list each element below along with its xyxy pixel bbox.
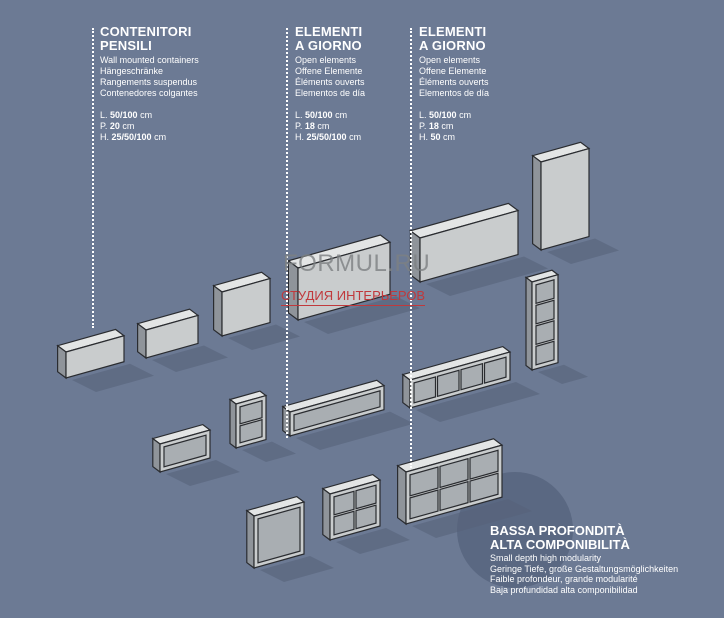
shadow xyxy=(336,528,410,554)
shadow xyxy=(296,411,414,450)
caption-fr: Faible profondeur, grande modularité xyxy=(490,574,638,584)
shadow xyxy=(412,499,532,538)
shelf-compartment xyxy=(333,510,355,536)
subtitle-de: Offene Elemente xyxy=(419,66,487,76)
shadow xyxy=(242,441,296,462)
shelf-compartment xyxy=(409,489,439,520)
cabinet-side xyxy=(152,437,161,474)
subtitle-en: Open elements xyxy=(419,55,481,65)
dimensions: L. 50/100 cm P. 18 cm H. 25/50/100 cm xyxy=(295,110,362,142)
subtitle-en: Open elements xyxy=(295,55,357,65)
shelf-compartment xyxy=(409,466,439,497)
cabinet-front xyxy=(297,241,391,321)
shadow xyxy=(72,363,154,392)
shelf-compartment xyxy=(483,356,507,384)
shelf-compartment xyxy=(239,399,263,425)
divider-line-3 xyxy=(410,28,412,468)
watermark-logo: FORMUL.RU xyxy=(283,250,431,277)
shadow xyxy=(228,324,300,350)
cabinet-side xyxy=(56,344,67,380)
shelf-compartment xyxy=(439,457,469,489)
shelf-compartment xyxy=(439,480,469,512)
shelf-compartment xyxy=(535,279,555,305)
caption-de: Geringe Tiefe, große Gestaltungsmöglichk… xyxy=(490,563,679,574)
cabinet-front xyxy=(419,209,519,283)
subtitle-en: Wall mounted containers xyxy=(100,55,199,65)
shelf-compartment xyxy=(163,434,207,468)
shelf-compartment xyxy=(355,484,377,510)
cabinet-side xyxy=(137,322,147,360)
cabinet-front xyxy=(540,147,590,251)
cabinet-side xyxy=(525,276,533,372)
dimensions: L. 50/100 cm P. 18 cm H. 50 cm xyxy=(419,110,472,142)
subtitle-es: Elementos de día xyxy=(295,88,366,98)
cabinet-side xyxy=(322,487,331,542)
subtitle-es: Contenedores colgantes xyxy=(100,88,198,98)
subtitle-de: Offene Elemente xyxy=(295,66,363,76)
shadow xyxy=(416,382,540,422)
subtitle-fr: Rangements suspendus xyxy=(100,77,198,87)
shelf-compartment xyxy=(535,299,555,325)
divider-line-2 xyxy=(286,28,288,438)
shadow xyxy=(426,256,548,296)
cabinet-front xyxy=(221,277,271,337)
shadow xyxy=(152,345,228,372)
shelf-compartment xyxy=(293,390,381,432)
caption-es: Baja profundidad alta componibilidad xyxy=(490,584,638,595)
cabinet-side xyxy=(402,373,411,410)
shadow xyxy=(538,364,588,384)
cabinet-side xyxy=(213,284,223,338)
shadow xyxy=(260,556,334,582)
shelf-compartment xyxy=(535,320,555,346)
shadow xyxy=(166,460,240,486)
watermark-tagline: СТУДИЯ ИНТЕРЬЕРОВ xyxy=(281,288,426,306)
cabinet-side xyxy=(397,464,407,526)
shelf-compartment xyxy=(460,362,484,391)
shelf-compartment xyxy=(257,506,301,564)
subtitle-de: Hängeschränke xyxy=(100,66,164,76)
dimensions: L. 50/100 cm P. 20 cm H. 25/50/100 cm xyxy=(100,110,167,142)
shadow xyxy=(547,238,619,264)
cabinet-side xyxy=(531,154,542,252)
cabinet-front xyxy=(65,334,125,379)
cabinet-side xyxy=(229,398,237,450)
subtitle-es: Elementos de día xyxy=(419,88,490,98)
shelf-compartment xyxy=(333,490,355,516)
divider-line-1 xyxy=(92,28,94,328)
shelf-compartment xyxy=(355,504,377,530)
shelf-compartment xyxy=(413,376,437,404)
subtitle-fr: Éléments ouverts xyxy=(295,77,365,87)
shelf-compartment xyxy=(469,449,499,480)
cabinet-side xyxy=(246,509,255,570)
shelf-compartment xyxy=(239,418,263,444)
subtitle-fr: Éléments ouverts xyxy=(419,77,489,87)
shelf-compartment xyxy=(535,340,555,366)
shelf-compartment xyxy=(436,369,460,398)
cabinet-front xyxy=(145,314,199,359)
shelf-compartment xyxy=(469,472,499,503)
caption-en: Small depth high modularity xyxy=(490,553,602,563)
